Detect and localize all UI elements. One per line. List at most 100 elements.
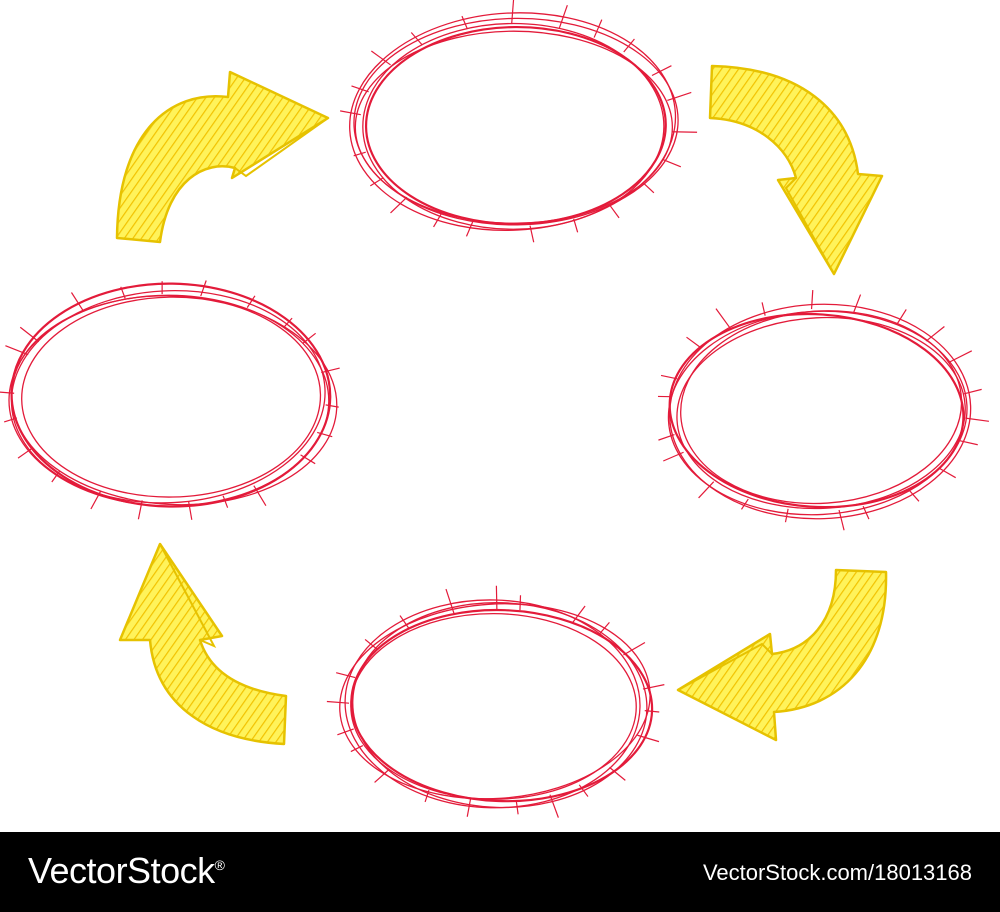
- node-sketch-tick: [187, 501, 193, 520]
- node-sketch-tick: [340, 110, 361, 116]
- node-sketch-tick: [137, 500, 143, 520]
- node-outline-stroke: [668, 312, 965, 509]
- node-sketch-tick: [19, 326, 40, 343]
- node-sketch-tick: [350, 745, 364, 753]
- node-sketch-tick: [761, 302, 766, 316]
- node-sketch-tick: [5, 345, 29, 356]
- node-outline-stroke: [364, 25, 667, 226]
- node-sketch-tick: [445, 588, 455, 614]
- node-sketch-tick: [302, 332, 317, 344]
- node-sketch-tick: [433, 213, 442, 228]
- vectorstock-logo: VectorStock®: [28, 850, 225, 892]
- node-sketch-tick: [353, 151, 366, 157]
- node-sketch-tick: [337, 728, 354, 736]
- node-sketch-tick: [0, 391, 15, 394]
- node-sketch-tick: [660, 374, 678, 380]
- node-sketch-tick: [658, 433, 675, 441]
- node-sketch-tick: [364, 639, 378, 650]
- node-sketch-tick: [938, 467, 956, 479]
- node-sketch-tick: [644, 710, 660, 713]
- registered-mark: ®: [214, 857, 225, 873]
- node-sketch-tick: [784, 508, 789, 523]
- node-sketch-tick: [715, 308, 731, 329]
- node-sketch-tick: [853, 294, 862, 313]
- node-sketch-tick: [3, 417, 18, 423]
- node-outline-stroke: [668, 303, 972, 520]
- node-outline-stroke: [349, 12, 677, 231]
- arrow-left-to-top: [115, 70, 330, 244]
- node-outline-stroke: [339, 603, 651, 800]
- node-sketch-tick: [529, 225, 535, 243]
- node-sketch-tick: [623, 641, 646, 656]
- node-sketch-tick: [390, 196, 408, 214]
- stock-id-url: VectorStock.com/18013168: [702, 860, 972, 885]
- node-outline-stroke: [667, 310, 968, 516]
- node-sketch-tick: [623, 38, 635, 53]
- node-sketch-tick: [410, 32, 423, 45]
- node-sketch-tick: [573, 218, 579, 233]
- node-sketch-tick: [740, 498, 749, 510]
- cycle-diagram: [0, 0, 990, 818]
- node-outline-stroke: [354, 30, 674, 224]
- node-sketch-tick: [336, 672, 356, 679]
- node-sketch-tick: [558, 4, 568, 29]
- node-sketch-tick: [925, 326, 945, 342]
- node-sketch-tick: [465, 221, 474, 237]
- node-sketch-tick: [246, 295, 256, 308]
- node-sketch-tick: [90, 490, 102, 510]
- node-sketch-tick: [325, 404, 339, 408]
- node-sketch-tick: [374, 769, 389, 783]
- node-sketch-tick: [637, 734, 660, 743]
- watermark-bar: VectorStock® VectorStock.com/18013168: [0, 832, 1000, 912]
- node-sketch-tick: [572, 605, 586, 623]
- node-sketch-tick: [896, 309, 907, 325]
- node-sketch-tick: [200, 280, 207, 297]
- node-outline-stroke: [350, 608, 654, 803]
- node-sketch-tick: [51, 471, 60, 483]
- node-sketch-tick: [667, 91, 692, 102]
- node-outline-stroke: [362, 22, 665, 230]
- node-sketch-tick: [948, 350, 973, 364]
- node-sketch-tick: [810, 290, 814, 310]
- node-sketch-tick: [609, 205, 620, 219]
- node-sketch-tick: [862, 505, 870, 520]
- node-sketch-tick: [598, 621, 610, 636]
- node-sketch-tick: [671, 131, 698, 133]
- arrow-right-to-bottom: [676, 568, 888, 742]
- node-outline-stroke: [21, 296, 322, 498]
- node-outline-stroke: [344, 599, 641, 809]
- node-sketch-tick: [17, 447, 34, 459]
- node-sketch-tick: [300, 454, 316, 465]
- node-sketch-tick: [838, 509, 845, 531]
- node-sketch-tick: [326, 700, 350, 704]
- brand-text: VectorStock: [28, 850, 215, 891]
- node-sketch-tick: [549, 794, 559, 818]
- node-sketch-tick: [351, 85, 369, 93]
- node-sketch-tick: [70, 292, 85, 312]
- arrow-top-to-right: [708, 64, 884, 276]
- node-sketch-tick: [283, 317, 293, 328]
- arrow-bottom-to-left: [118, 542, 288, 746]
- node-outline-stroke: [353, 17, 679, 226]
- node-sketch-tick: [317, 431, 333, 438]
- node-sketch-tick: [662, 158, 682, 168]
- node-sketch-tick: [399, 615, 410, 629]
- node-sketch-tick: [698, 481, 715, 499]
- node-top: [340, 0, 698, 243]
- node-sketch-tick: [963, 388, 982, 395]
- node-sketch-tick: [120, 286, 126, 299]
- node-sketch-tick: [908, 489, 920, 502]
- node-sketch-tick: [578, 784, 589, 797]
- node-outline-stroke: [680, 310, 963, 505]
- node-sketch-tick: [511, 0, 515, 25]
- node-sketch-tick: [515, 800, 519, 815]
- node-sketch-tick: [642, 684, 665, 690]
- node-sketch-tick: [424, 790, 430, 803]
- node-sketch-tick: [222, 495, 229, 508]
- node-sketch-tick: [369, 177, 384, 187]
- node-right: [657, 290, 990, 531]
- node-sketch-tick: [371, 50, 391, 66]
- node-left: [0, 280, 340, 520]
- node-outline-stroke: [676, 316, 966, 510]
- node-sketch-tick: [593, 19, 603, 38]
